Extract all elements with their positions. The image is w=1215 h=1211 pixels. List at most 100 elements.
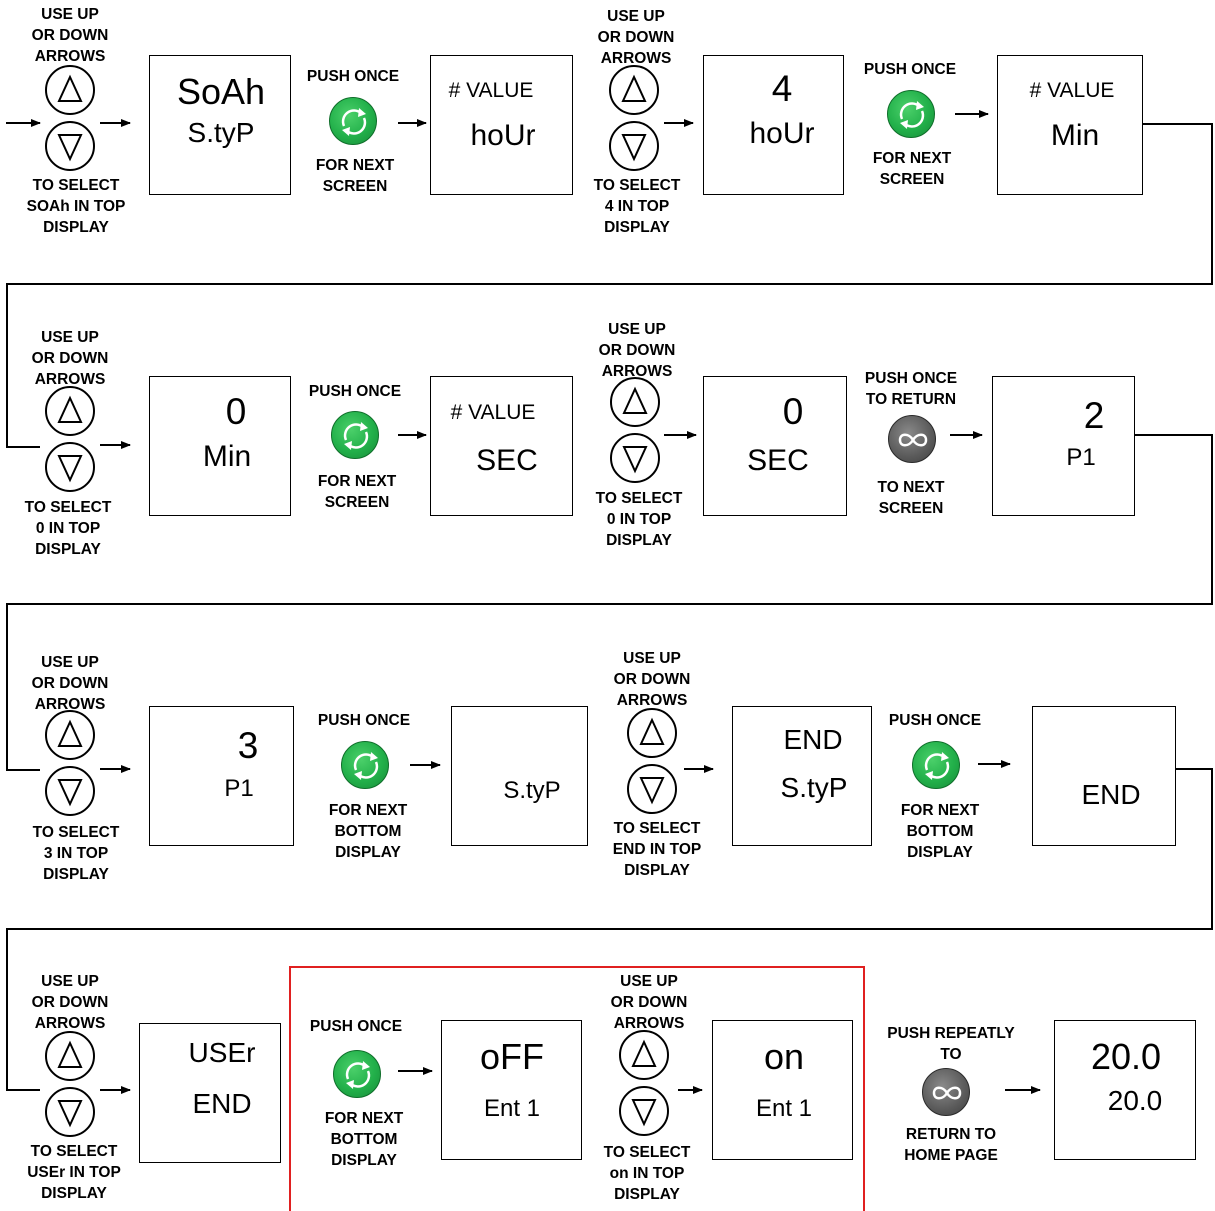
down-arrow-button[interactable] — [627, 764, 677, 814]
down-arrow-button[interactable] — [610, 433, 660, 483]
display-bottom: Ent 1 — [755, 1095, 813, 1122]
down-triangle-icon — [622, 446, 648, 474]
up-triangle-icon — [621, 74, 647, 102]
highlight-frame — [289, 966, 865, 1211]
display-bottom: S.tyP — [503, 777, 561, 804]
row2-push1-instruction: PUSH ONCE — [308, 383, 402, 400]
down-arrow-button[interactable] — [619, 1086, 669, 1136]
row3-display-2: S.tyP — [451, 706, 588, 846]
next-button[interactable] — [329, 97, 377, 145]
display-top: on — [763, 1036, 805, 1077]
row3-display-4: END — [1032, 706, 1176, 846]
row1-push1-instruction: PUSH ONCE — [306, 68, 400, 85]
up-arrow-button[interactable] — [45, 710, 95, 760]
infinity-icon — [932, 1086, 962, 1100]
next-button[interactable] — [341, 741, 389, 789]
refresh-icon — [341, 108, 367, 136]
row4-display-1: USEr END — [139, 1023, 281, 1163]
display-top: 20.0 — [1090, 1036, 1162, 1077]
next-button[interactable] — [912, 741, 960, 789]
display-bottom: Min — [1050, 119, 1100, 152]
up-arrow-button[interactable] — [45, 1031, 95, 1081]
down-arrow-button[interactable] — [45, 121, 95, 171]
display-top: USEr — [188, 1037, 256, 1068]
row4-display-3: on Ent 1 — [712, 1020, 853, 1160]
row4-arrow-keys-2 — [619, 1030, 673, 1142]
display-bottom: S.tyP — [780, 772, 848, 803]
refresh-icon — [899, 101, 925, 129]
next-button[interactable] — [331, 411, 379, 459]
row2-display-2: # VALUE SEC — [430, 376, 573, 516]
row4-push1-instruction: PUSH ONCE — [309, 1018, 403, 1035]
display-bottom: Ent 1 — [483, 1095, 541, 1122]
up-triangle-icon — [639, 717, 665, 745]
infinity-icon — [898, 433, 928, 447]
display-top: # VALUE — [1029, 79, 1115, 102]
up-triangle-icon — [622, 386, 648, 414]
display-top: # VALUE — [448, 79, 534, 102]
refresh-icon — [353, 752, 379, 780]
next-button[interactable] — [887, 90, 935, 138]
up-triangle-icon — [57, 1040, 83, 1068]
up-arrow-button[interactable] — [619, 1030, 669, 1080]
refresh-icon — [924, 752, 950, 780]
row1-arrow-keys-2 — [609, 65, 663, 177]
up-triangle-icon — [57, 74, 83, 102]
up-arrow-button[interactable] — [609, 65, 659, 115]
row4-display-4: 20.0 20.0 — [1054, 1020, 1196, 1160]
up-arrow-button[interactable] — [45, 386, 95, 436]
up-arrow-button[interactable] — [45, 65, 95, 115]
display-bottom: S.tyP — [187, 117, 255, 148]
refresh-icon — [345, 1061, 371, 1089]
display-top: END — [783, 724, 843, 755]
row3-display-3: END S.tyP — [732, 706, 872, 846]
up-triangle-icon — [57, 719, 83, 747]
up-arrow-button[interactable] — [610, 377, 660, 427]
display-bottom: hoUr — [470, 119, 536, 152]
down-triangle-icon — [57, 134, 83, 162]
display-top: 0 — [225, 391, 247, 432]
display-bottom: Min — [202, 440, 252, 473]
next-button[interactable] — [333, 1050, 381, 1098]
down-arrow-button[interactable] — [609, 121, 659, 171]
display-top: 0 — [782, 391, 804, 432]
return-home-button[interactable] — [922, 1068, 970, 1116]
display-bottom: SEC — [476, 444, 538, 477]
row4-display-2: oFF Ent 1 — [441, 1020, 582, 1160]
display-bottom: SEC — [747, 444, 809, 477]
row1-display-1: SoAh S.tyP — [149, 55, 291, 195]
down-arrow-button[interactable] — [45, 442, 95, 492]
down-arrow-button[interactable] — [45, 1087, 95, 1137]
row1-display-3: 4 hoUr — [703, 55, 844, 195]
down-arrow-button[interactable] — [45, 766, 95, 816]
row2-arrow-keys — [45, 386, 99, 498]
row3-push1-instruction: PUSH ONCE — [317, 712, 411, 729]
down-triangle-icon — [639, 777, 665, 805]
down-triangle-icon — [621, 134, 647, 162]
row4-arrow-keys — [45, 1031, 99, 1143]
return-button[interactable] — [888, 415, 936, 463]
up-arrow-button[interactable] — [627, 708, 677, 758]
row1-arrow-keys — [45, 65, 99, 177]
